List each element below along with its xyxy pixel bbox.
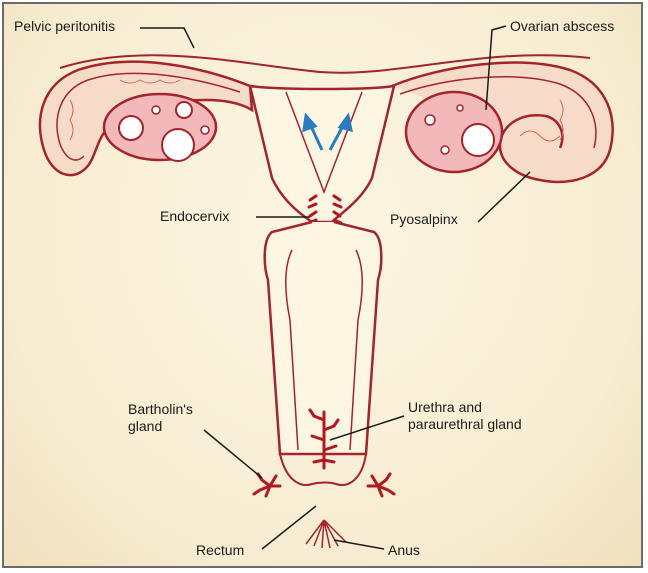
right-ovary-abscess — [406, 92, 502, 172]
label-pelvic-peritonitis: Pelvic peritonitis — [14, 18, 115, 35]
label-rectum: Rectum — [196, 542, 244, 559]
uterus — [250, 86, 394, 222]
label-ovarian-abscess: Ovarian abscess — [510, 18, 614, 35]
bartholin-glands — [254, 474, 394, 496]
label-endocervix: Endocervix — [160, 208, 229, 225]
label-bartholins-gland: Bartholin's gland — [128, 401, 193, 435]
anus-folds — [306, 520, 346, 548]
left-ovary — [104, 94, 216, 161]
label-anus: Anus — [388, 542, 420, 559]
label-urethra-paraurethral-gland: Urethra and paraurethral gland — [408, 399, 522, 433]
label-pyosalpinx: Pyosalpinx — [390, 211, 458, 228]
